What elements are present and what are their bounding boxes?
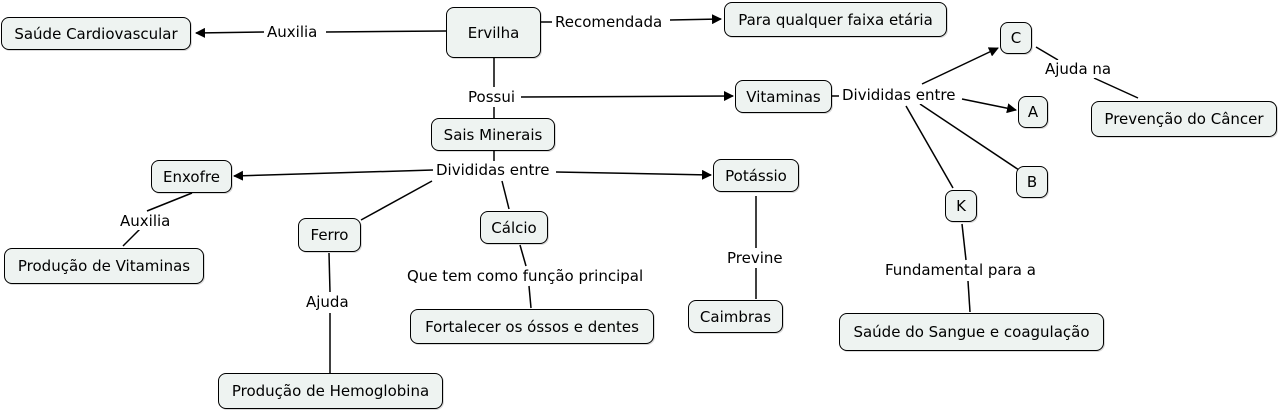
connector xyxy=(1093,77,1139,99)
link-recomendada[interactable]: Recomendada xyxy=(553,13,665,31)
connector xyxy=(555,169,712,180)
link-auxilia-cardiovascular[interactable]: Auxilia xyxy=(265,23,320,41)
connector xyxy=(519,244,527,267)
concept-caimbras[interactable]: Caimbras xyxy=(688,300,783,333)
concept-potassio[interactable]: Potássio xyxy=(713,159,799,192)
link-divididas-sais[interactable]: Divididas entre xyxy=(434,161,552,179)
connector xyxy=(921,47,999,85)
concept-sais-minerais[interactable]: Sais Minerais xyxy=(431,118,555,151)
concept-vitamina-a[interactable]: A xyxy=(1018,96,1048,128)
concept-vitaminas[interactable]: Vitaminas xyxy=(735,80,832,113)
connector xyxy=(919,103,1023,173)
concept-saude-sangue[interactable]: Saúde do Sangue e coagulação xyxy=(839,313,1104,351)
connector xyxy=(360,180,433,221)
connector xyxy=(328,252,331,293)
link-previne[interactable]: Previne xyxy=(725,249,785,267)
connector xyxy=(669,14,722,25)
concept-saude-cardiovascular[interactable]: Saúde Cardiovascular xyxy=(1,17,191,50)
concept-fortalecer[interactable]: Fortalecer os óssos e dentes xyxy=(410,309,654,344)
connector xyxy=(325,30,447,33)
concept-faixa-etaria[interactable]: Para qualquer faixa etária xyxy=(724,2,947,37)
connector xyxy=(195,27,265,38)
concept-calcio[interactable]: Cálcio xyxy=(480,211,548,244)
link-auxilia-enxofre[interactable]: Auxilia xyxy=(118,212,173,230)
concept-ervilha[interactable]: Ervilha xyxy=(446,7,541,58)
concept-producao-hemoglobina[interactable]: Produção de Hemoglobina xyxy=(218,373,443,409)
connector xyxy=(961,223,967,261)
concept-vitamina-c[interactable]: C xyxy=(1000,22,1032,54)
link-funcao-principal[interactable]: Que tem como função principal xyxy=(405,267,646,285)
connector xyxy=(1035,46,1059,61)
connector xyxy=(146,192,193,212)
connector xyxy=(233,169,434,181)
connector xyxy=(905,105,954,189)
connector xyxy=(122,228,141,247)
concept-producao-vitaminas[interactable]: Produção de Vitaminas xyxy=(4,248,204,284)
connector xyxy=(961,98,1017,114)
link-possui[interactable]: Possui xyxy=(466,88,517,106)
link-divididas-vitaminas[interactable]: Divididas entre xyxy=(840,86,958,104)
connector xyxy=(528,285,532,309)
connector xyxy=(501,180,510,210)
connector xyxy=(520,91,734,102)
link-ajuda-ferro[interactable]: Ajuda xyxy=(304,293,351,311)
concept-enxofre[interactable]: Enxofre xyxy=(151,160,232,193)
concept-prevencao-cancer[interactable]: Prevenção do Câncer xyxy=(1091,101,1277,137)
link-ajuda-na[interactable]: Ajuda na xyxy=(1043,60,1114,78)
concept-vitamina-b[interactable]: B xyxy=(1016,166,1048,198)
link-fundamental[interactable]: Fundamental para a xyxy=(883,261,1038,279)
concept-vitamina-k[interactable]: K xyxy=(945,190,977,222)
connector xyxy=(967,280,971,313)
concept-ferro[interactable]: Ferro xyxy=(298,218,361,252)
